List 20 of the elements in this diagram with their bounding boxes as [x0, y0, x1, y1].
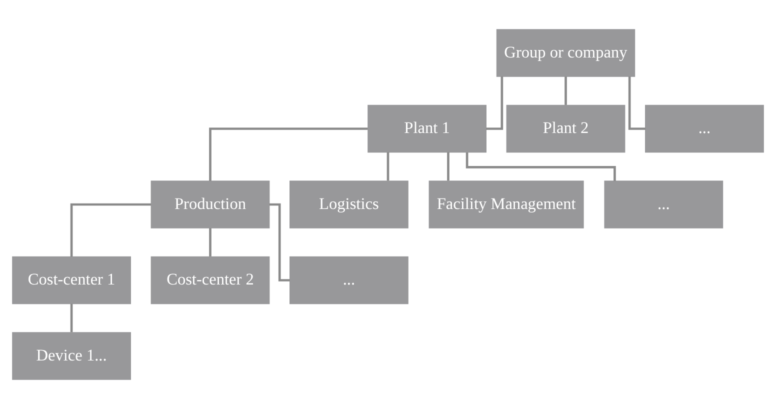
- node-box: Plant 1: [368, 104, 486, 153]
- connector: [269, 203, 290, 282]
- connector: [70, 203, 152, 257]
- connector: [564, 76, 567, 105]
- connector: [386, 152, 390, 181]
- node-box: Facility Management: [428, 180, 584, 228]
- connector: [70, 304, 73, 332]
- connector: [209, 128, 368, 181]
- node-box: Production: [150, 180, 270, 228]
- connector: [209, 228, 212, 256]
- connector: [447, 152, 450, 181]
- node-box: ...: [645, 104, 764, 153]
- node-box: Cost-center 1: [12, 256, 131, 304]
- node-box: Cost-center 2: [150, 256, 270, 304]
- node-box: Plant 2: [506, 104, 626, 153]
- node-box: Group or company: [496, 29, 636, 77]
- node-box: ...: [604, 180, 724, 228]
- node-box: ...: [290, 256, 408, 304]
- node-box: Device 1...: [12, 332, 131, 380]
- node-box: Logistics: [290, 180, 408, 228]
